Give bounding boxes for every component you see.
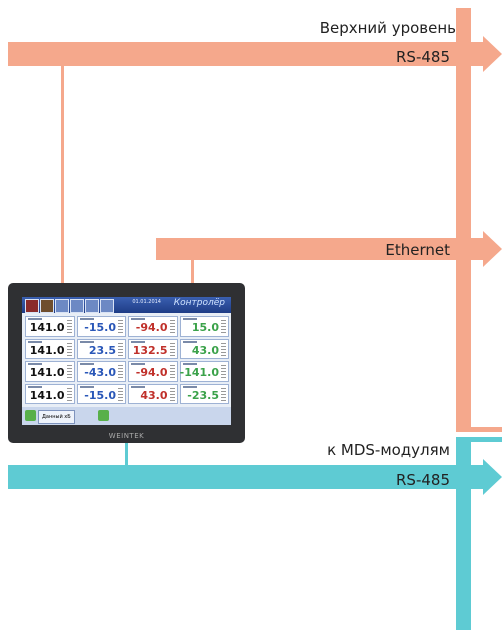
settings-icon [55, 299, 69, 313]
hmi-value-cell: -23.5 [179, 383, 229, 404]
channel-tag [131, 340, 145, 343]
level-bar [118, 365, 123, 379]
hmi-value: 141.0 [29, 388, 65, 402]
alarm-icon [25, 299, 39, 313]
channel-tag [79, 318, 94, 320]
level-bar [169, 320, 175, 334]
channel-tag [182, 340, 197, 343]
hmi-value-cell: 141.0 [25, 316, 75, 337]
hmi-toolbar: 01.01.2014 Контролёр [22, 297, 231, 313]
hmi-bottom-bar: Данный хБ [22, 407, 231, 425]
upper-bus-vertical [456, 8, 471, 432]
channel-tag [182, 318, 197, 320]
channel-tag [182, 385, 197, 388]
hmi-value: -15.0 [84, 321, 116, 334]
hmi-rs485-drop-line [61, 66, 64, 283]
rs485-bottom-arrow-head [483, 459, 502, 495]
mds-modules-label: к MDS-модулям [327, 441, 450, 459]
level-bar [66, 342, 72, 357]
hmi-value-cell: 43.0 [128, 383, 178, 404]
hmi-value-cell: -15.0 [76, 316, 126, 337]
rs485-top-label: RS-485 [396, 48, 450, 66]
channel-tag [79, 363, 94, 365]
hmi-value: 23.5 [88, 343, 116, 357]
level-bar [221, 342, 226, 357]
rs485-top-arrow-shaft [8, 42, 486, 66]
hmi-screen: 01.01.2014 Контролёр 141.0 -15.0 -94.0 15.0… [22, 297, 231, 425]
info-icon [100, 299, 114, 313]
hmi-value: 43.0 [191, 343, 219, 357]
hmi-ethernet-drop-line [191, 260, 194, 283]
hmi-value: 141.0 [29, 366, 65, 379]
hmi-value: 43.0 [140, 388, 168, 402]
ethernet-label: Ethernet [385, 241, 450, 259]
level-bar [169, 387, 175, 402]
bezel-logo: WEINTEK [108, 432, 145, 440]
hmi-value-cell: -141.0 [179, 361, 229, 382]
level-bar [118, 320, 123, 334]
rs485-top-arrow-head [483, 36, 502, 72]
ethernet-arrow-shaft [156, 238, 486, 260]
rs485-bottom-label: RS-485 [396, 471, 450, 489]
hmi-value-cell: -15.0 [76, 383, 126, 404]
hmi-value-cell: 23.5 [76, 338, 126, 359]
arrow-down-icon [98, 410, 109, 421]
hmi-value: -43.0 [84, 366, 116, 379]
hmi-value-cell: 141.0 [25, 338, 75, 359]
level-bar [66, 320, 72, 334]
hmi-value-cell: -43.0 [76, 361, 126, 382]
table-icon [70, 299, 84, 313]
hmi-value-cell: 141.0 [25, 361, 75, 382]
level-bar [66, 365, 72, 379]
level-bar [221, 320, 226, 334]
hmi-value: -141.0 [179, 366, 219, 379]
hmi-brand: Контролёр [173, 298, 225, 308]
level-bar [221, 387, 226, 402]
rs485-bottom-arrow-shaft [8, 465, 486, 489]
channel-tag [131, 385, 145, 388]
channel-tag [79, 340, 94, 343]
hmi-value-cell: -94.0 [128, 316, 178, 337]
hmi-data-button: Данный хБ [38, 410, 75, 424]
hmi-panel: 01.01.2014 Контролёр 141.0 -15.0 -94.0 15.0… [8, 283, 245, 443]
hmi-value-grid: 141.0 -15.0 -94.0 15.0 141.0 23.5 132.5 43.0 141… [25, 316, 229, 404]
ethernet-arrow-head [483, 231, 502, 267]
channel-tag [131, 363, 145, 365]
hmi-value-cell: 43.0 [179, 338, 229, 359]
arrow-up-icon [25, 410, 36, 421]
top-level-label: Верхний уровень [319, 19, 456, 37]
level-bar [66, 387, 72, 402]
hmi-date: 01.01.2014 [132, 299, 161, 305]
level-bar [169, 365, 175, 379]
tools-icon [85, 299, 99, 313]
channel-tag [182, 363, 197, 365]
channel-tag [79, 385, 94, 388]
channel-tag [28, 340, 42, 343]
hmi-value: -23.5 [187, 388, 219, 402]
hmi-value-cell: 141.0 [25, 383, 75, 404]
channel-tag [28, 318, 42, 320]
channel-tag [28, 363, 42, 365]
level-bar [169, 342, 175, 357]
hmi-value: 132.5 [132, 343, 168, 357]
hmi-value: 15.0 [191, 321, 219, 334]
hmi-value: -15.0 [84, 388, 116, 402]
hmi-value-cell: 15.0 [179, 316, 229, 337]
channel-tag [28, 385, 42, 388]
lower-bus-top-cap [456, 437, 502, 442]
hmi-value: -94.0 [135, 321, 168, 334]
hmi-value: -94.0 [135, 366, 168, 379]
level-bar [118, 342, 123, 357]
level-bar [118, 387, 123, 402]
upper-bus-bottom-cap [456, 427, 502, 432]
hmi-rs485-bottom-line [125, 443, 128, 465]
hmi-value: 141.0 [29, 343, 65, 357]
hmi-value-cell: 132.5 [128, 338, 178, 359]
level-bar [221, 365, 226, 379]
hmi-value-cell: -94.0 [128, 361, 178, 382]
trend-icon [40, 299, 54, 313]
channel-tag [131, 318, 145, 320]
hmi-value: 141.0 [29, 321, 65, 334]
